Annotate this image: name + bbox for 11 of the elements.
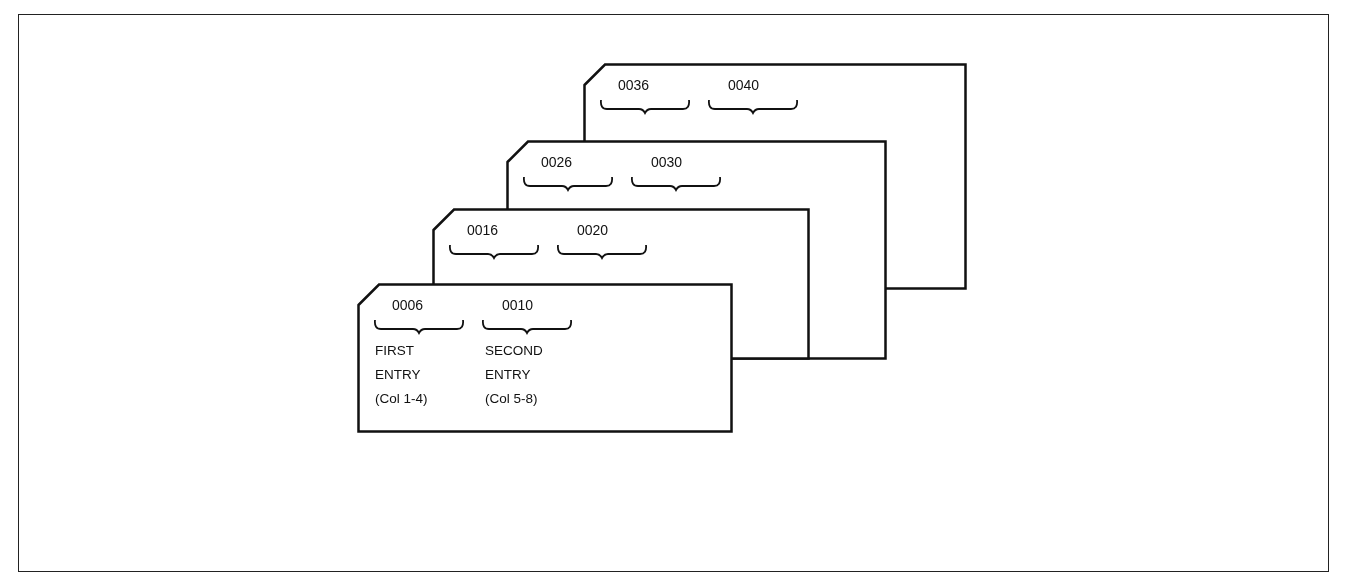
column-number: 0036: [618, 77, 650, 93]
punched-card: [357, 283, 733, 433]
column-number: 0010: [502, 297, 534, 313]
entry-description: FIRST ENTRY (Col 1-4): [375, 342, 429, 408]
column-number: 0030: [651, 154, 683, 170]
column-number: 0016: [467, 222, 499, 238]
entry-description: SECOND ENTRY (Col 5-8): [485, 342, 544, 408]
column-number: 0040: [728, 77, 760, 93]
column-number: 0006: [392, 297, 424, 313]
column-number: 0026: [541, 154, 573, 170]
column-number: 0020: [577, 222, 609, 238]
